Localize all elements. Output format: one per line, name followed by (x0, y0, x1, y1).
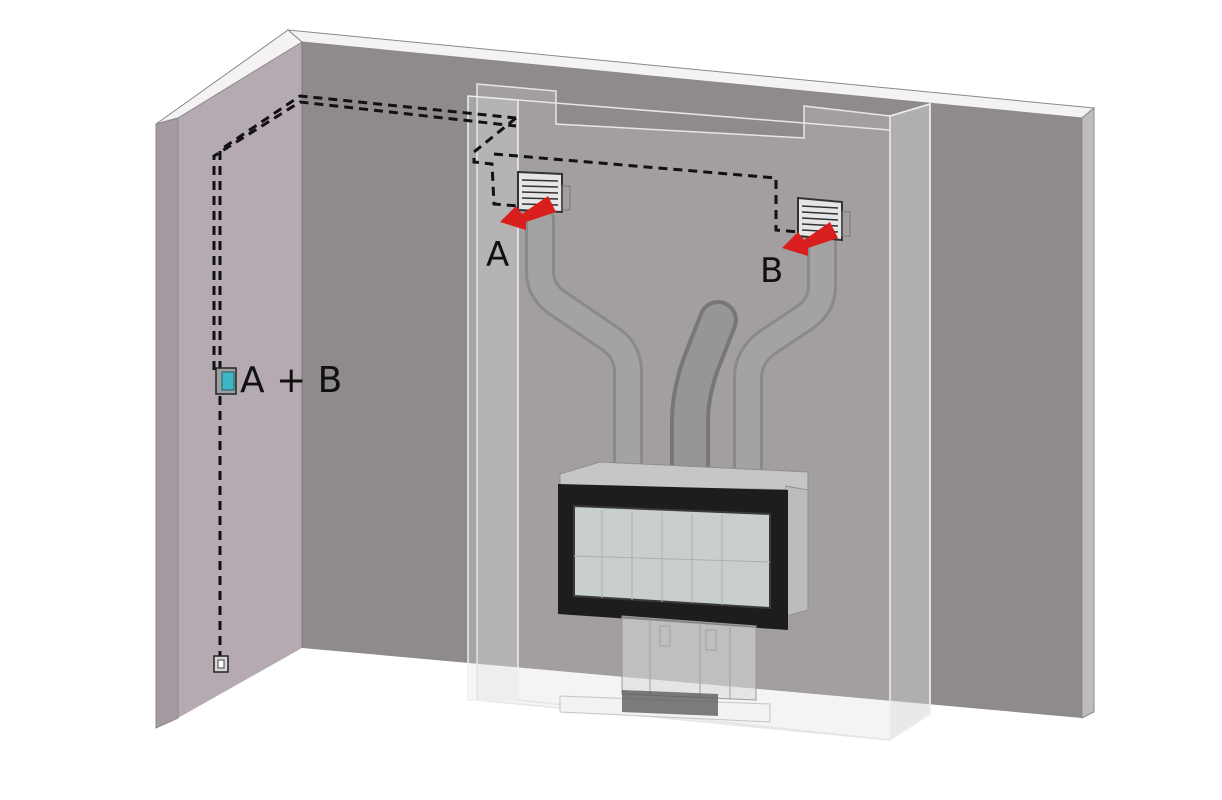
wire-outer (212, 100, 517, 370)
enclosure-right-side (889, 102, 931, 742)
left-wall-front-edge (155, 117, 179, 729)
air-ducts (525, 205, 837, 510)
right-wall-end (1081, 106, 1095, 719)
insert-support-frame (621, 615, 757, 701)
label-outlet-a: A (486, 235, 509, 275)
wire-to-outlet-a (472, 116, 519, 208)
fireplace-insert (558, 461, 809, 716)
enclosure-front (467, 95, 519, 701)
wall-socket-icon (213, 655, 229, 673)
wire-to-outlet-b (493, 152, 801, 234)
thermostat-controller-icon (215, 367, 237, 395)
insert-top-housing (559, 461, 809, 491)
label-outlet-b: B (760, 251, 783, 291)
insert-base-plate (622, 690, 718, 716)
control-wiring (212, 94, 801, 656)
airflow-arrow-b (782, 222, 838, 256)
insert-glass (573, 504, 771, 610)
insert-side-housing (785, 485, 809, 617)
left-wall (178, 42, 302, 718)
label-controller: A + B (240, 360, 342, 401)
airflow-arrow-a (500, 196, 556, 230)
wire-controller-riser (218, 94, 517, 370)
